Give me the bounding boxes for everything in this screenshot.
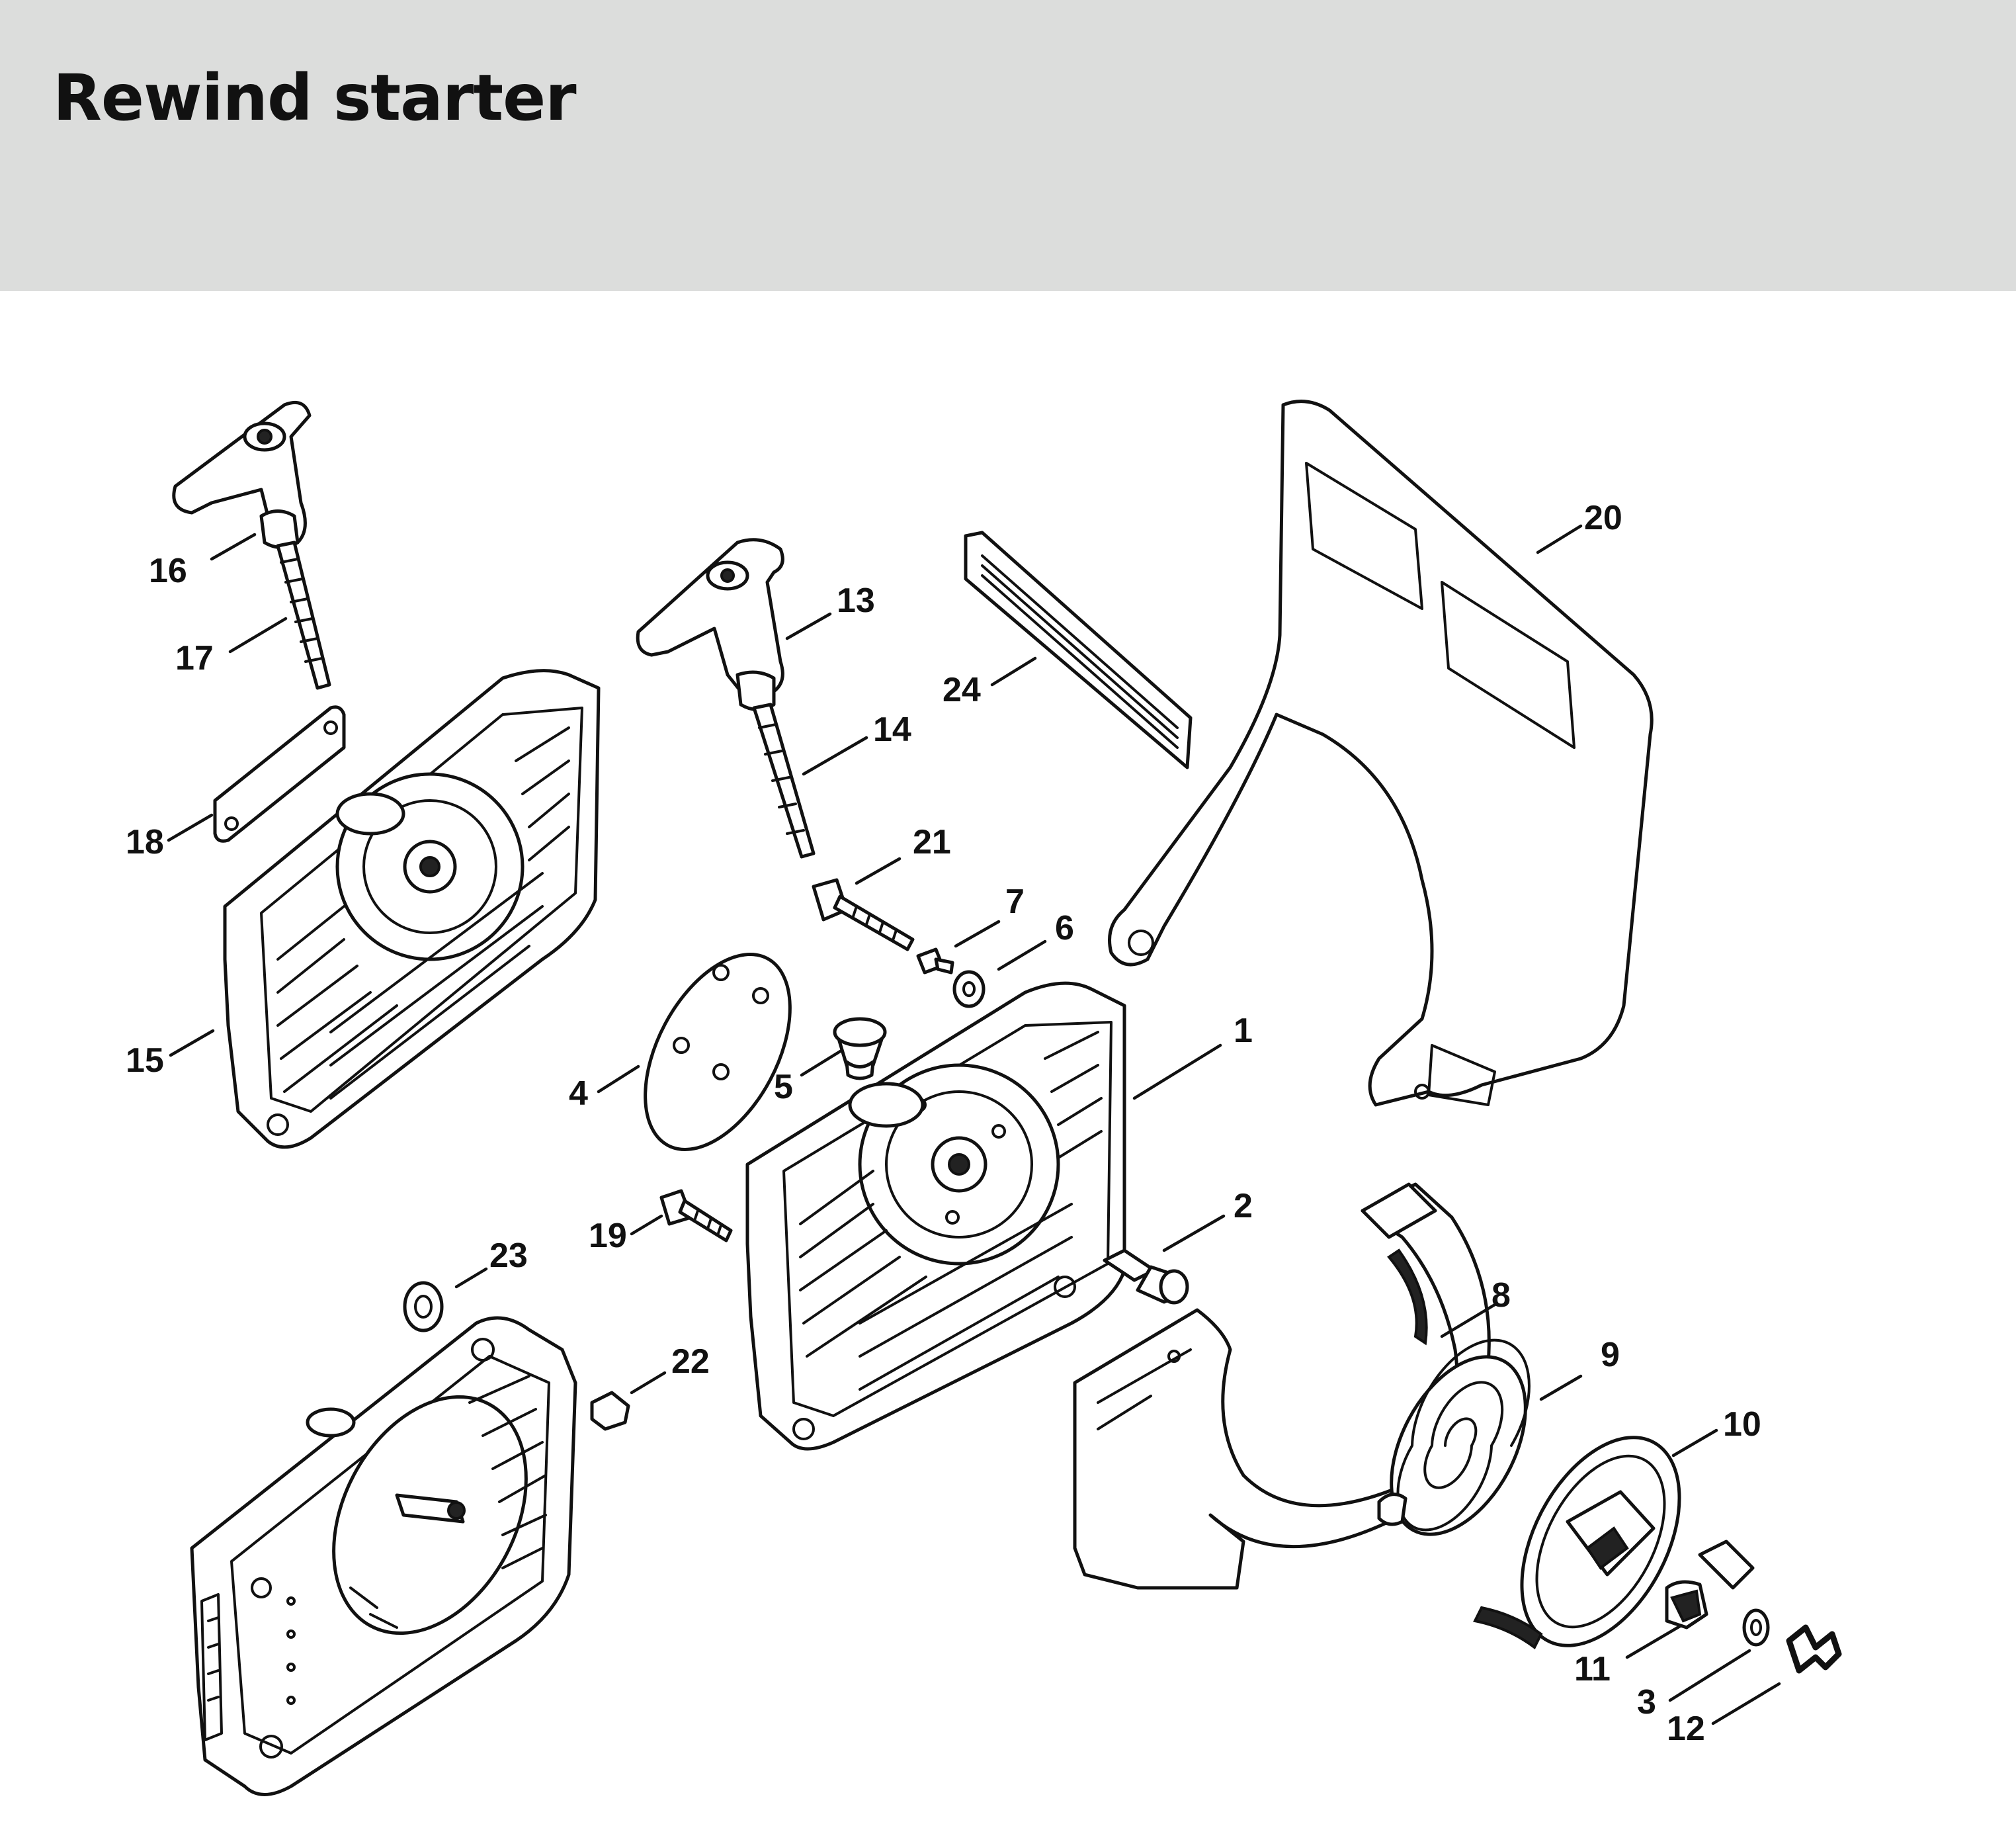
- leader-5: [800, 1049, 843, 1077]
- part-24-label: [964, 531, 1193, 769]
- leader-15: [169, 1029, 215, 1057]
- leader-2: [1162, 1214, 1226, 1252]
- callout-17: 17: [175, 639, 214, 677]
- callout-1: 1: [1234, 1012, 1253, 1050]
- leader-20: [1536, 524, 1583, 554]
- callout-6: 6: [1055, 909, 1074, 947]
- leader-19: [630, 1214, 663, 1236]
- part-9-rewind-spring: [1377, 1338, 1531, 1536]
- page-title: Rewind starter: [53, 61, 577, 135]
- callout-23: 23: [489, 1237, 528, 1275]
- leader-24: [990, 656, 1037, 687]
- part-13-starter-grip: [636, 538, 784, 711]
- leader-16: [210, 533, 257, 561]
- part-7-screw: [916, 947, 954, 975]
- part-15-fan-housing: [223, 669, 601, 1149]
- leader-8: [1440, 1303, 1497, 1338]
- leader-22: [630, 1371, 667, 1395]
- part-6-washer: [952, 970, 986, 1008]
- leader-3: [1668, 1649, 1751, 1702]
- leader-9: [1539, 1374, 1583, 1401]
- part-5-sleeve: [833, 1017, 887, 1080]
- part-18-cover-plate: [213, 705, 346, 843]
- part-22-nut: [590, 1391, 630, 1431]
- leader-23: [454, 1267, 488, 1289]
- part-11-pawl: [1665, 1540, 1755, 1630]
- callout-15: 15: [126, 1041, 164, 1080]
- part-1-fan-housing: [745, 981, 1126, 1451]
- part-2-pivot-pin: [1103, 1248, 1189, 1305]
- callout-10: 10: [1723, 1405, 1761, 1444]
- leader-4: [597, 1065, 640, 1094]
- callout-8: 8: [1491, 1276, 1511, 1315]
- part-14-starter-rope: [752, 703, 816, 859]
- part-4-disc: [644, 953, 792, 1151]
- callout-13: 13: [837, 582, 875, 620]
- callout-7: 7: [1005, 883, 1025, 921]
- part-10-rope-rotor: [1473, 1436, 1681, 1650]
- callout-12: 12: [1667, 1710, 1705, 1748]
- part-19-bolt: [659, 1189, 733, 1242]
- leader-14: [802, 736, 868, 776]
- callout-2: 2: [1234, 1187, 1253, 1225]
- callout-16: 16: [149, 552, 187, 590]
- callout-9: 9: [1601, 1336, 1620, 1374]
- part-17-starter-rope: [276, 541, 331, 690]
- callout-19: 19: [589, 1217, 627, 1255]
- callout-22: 22: [671, 1342, 710, 1381]
- leader-21: [855, 857, 902, 885]
- callout-11: 11: [1574, 1650, 1611, 1688]
- part-3-washer: [1742, 1608, 1770, 1647]
- callout-5: 5: [774, 1068, 793, 1106]
- leader-11: [1625, 1624, 1682, 1659]
- leader-1: [1132, 1043, 1222, 1100]
- part-16-starter-grip: [172, 401, 312, 551]
- part-21-bolt: [812, 878, 915, 951]
- callout-4: 4: [569, 1074, 588, 1113]
- callout-3: 3: [1637, 1683, 1656, 1721]
- leader-17: [228, 617, 288, 654]
- part-20-hand-guard: [1108, 400, 1654, 1107]
- part-12-spring-clip: [1786, 1624, 1842, 1674]
- callout-21: 21: [913, 823, 951, 861]
- callout-14: 14: [873, 711, 911, 749]
- leader-10: [1671, 1428, 1718, 1457]
- part-fan-housing-rear: [190, 1316, 577, 1796]
- leader-12: [1711, 1682, 1781, 1725]
- callout-20: 20: [1584, 499, 1622, 537]
- leader-18: [167, 813, 214, 842]
- part-23-nut: [403, 1281, 444, 1332]
- callout-18: 18: [126, 823, 164, 861]
- leader-6: [997, 939, 1047, 971]
- leader-13: [785, 612, 832, 640]
- leader-7: [954, 920, 1001, 948]
- header-bar: Rewind starter: [0, 0, 2016, 291]
- callout-24: 24: [943, 671, 981, 709]
